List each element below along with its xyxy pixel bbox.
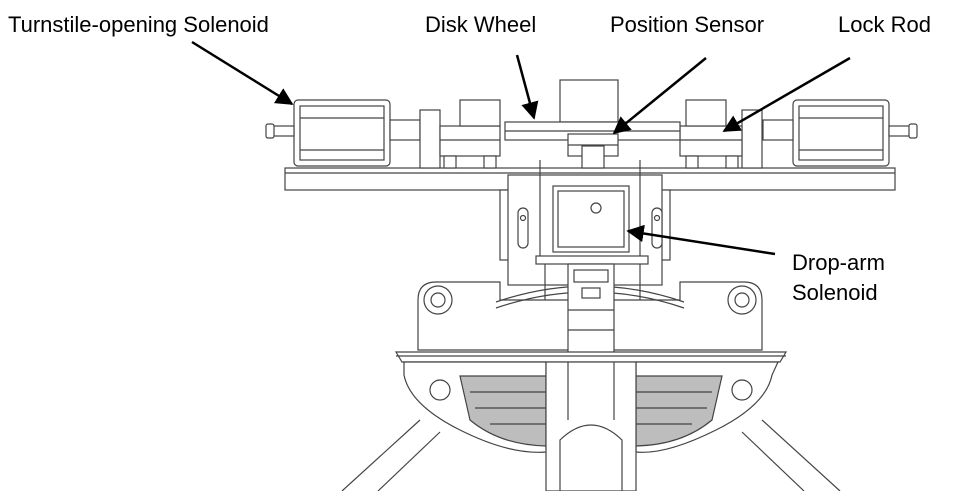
arrow-position-sensor xyxy=(612,57,707,135)
disk-wheel-drawing xyxy=(504,79,681,141)
label-lock-rod: Lock Rod xyxy=(838,12,931,37)
legs xyxy=(341,361,841,492)
arrow-drop-arm-solenoid xyxy=(626,224,776,256)
label-turnstile-solenoid: Turnstile-opening Solenoid xyxy=(8,12,269,37)
callout-arrows xyxy=(191,40,851,256)
arrow-disk-wheel xyxy=(515,54,539,120)
label-position-sensor: Position Sensor xyxy=(610,12,764,37)
base-plate xyxy=(394,351,788,363)
left-solenoid xyxy=(265,99,421,167)
left-lock-rod-assembly xyxy=(419,99,501,169)
label-drop-arm-line1: Drop-arm xyxy=(792,250,885,275)
labels: Turnstile-opening Solenoid Disk Wheel Po… xyxy=(8,12,931,305)
lower-body xyxy=(417,263,763,355)
label-drop-arm-line2: Solenoid xyxy=(792,280,878,305)
arrow-lock-rod xyxy=(722,56,851,133)
label-disk-wheel: Disk Wheel xyxy=(425,12,536,37)
right-lock-rod-assembly xyxy=(679,99,763,169)
arrow-turnstile-solenoid xyxy=(191,40,294,106)
right-solenoid xyxy=(762,99,918,167)
position-sensor-drawing xyxy=(567,133,619,169)
mechanism-drawing xyxy=(265,79,918,492)
